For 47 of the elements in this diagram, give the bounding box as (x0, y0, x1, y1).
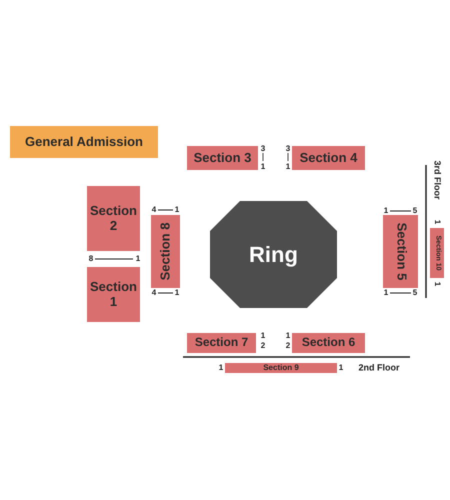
row-number: 4 (152, 289, 156, 297)
row-number: 2 (260, 342, 266, 350)
row-number: 4 (152, 206, 156, 214)
floor-label: 2nd Floor (358, 364, 400, 372)
seating-section (151, 215, 180, 288)
section-label: General Admission (25, 134, 143, 150)
section-label: Section 7 (194, 336, 248, 350)
row-number: 1 (286, 163, 290, 171)
seating-section (87, 186, 140, 251)
seating-section (87, 267, 140, 322)
seating-section (292, 333, 365, 353)
row-number: 5 (412, 289, 418, 297)
row-number: 1 (338, 364, 344, 372)
section-label: Section 8 (158, 222, 173, 280)
section-label: Section 1 (89, 280, 138, 310)
row-number: 8 (88, 255, 94, 263)
row-number: 5 (412, 207, 418, 215)
row-number: 1 (433, 282, 441, 286)
section-label: Section 6 (302, 336, 356, 350)
seating-section (383, 215, 418, 288)
floor-label: 3rd Floor (432, 160, 442, 200)
admission-area (10, 126, 158, 158)
row-number: 1 (174, 206, 180, 214)
row-number: 3 (260, 145, 266, 153)
row-number: 1 (218, 364, 224, 372)
section-label: Section 9 (263, 363, 299, 373)
ring-stage (210, 201, 337, 308)
seating-section (225, 363, 337, 373)
section-label: Section 3 (194, 150, 252, 166)
row-number: 1 (384, 289, 388, 297)
section-label: Section 2 (89, 204, 138, 234)
row-number: 1 (260, 163, 266, 171)
seating-section (187, 146, 258, 170)
seating-section (187, 333, 256, 353)
row-number: 2 (286, 342, 290, 350)
row-number: 3 (286, 145, 290, 153)
row-number: 1 (136, 255, 140, 263)
row-number: 1 (174, 289, 180, 297)
row-number: 1 (384, 207, 388, 215)
section-label: Section 5 (393, 222, 408, 280)
row-number: 1 (260, 332, 266, 340)
seating-section (430, 228, 444, 278)
stage-label: Ring (249, 242, 298, 268)
row-number: 1 (433, 220, 441, 224)
section-label: Section 4 (300, 150, 358, 166)
seating-section (292, 146, 365, 170)
row-number: 1 (286, 332, 290, 340)
